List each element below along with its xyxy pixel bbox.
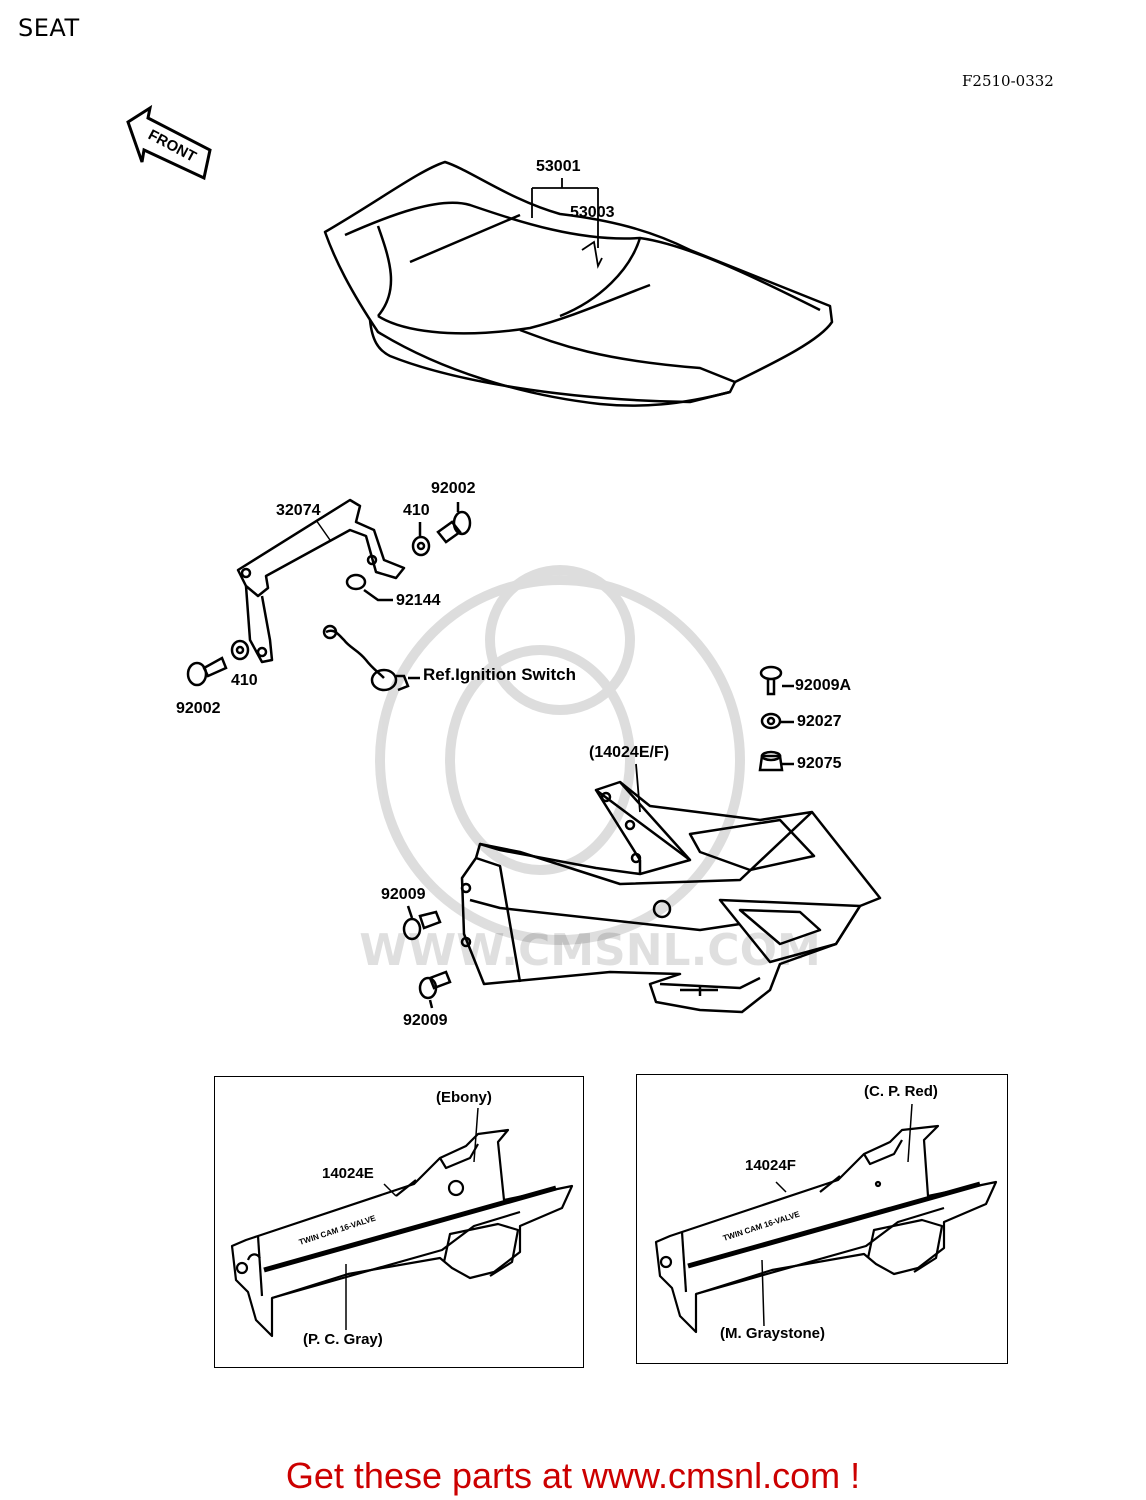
- inset-2-color-top: (C. P. Red): [864, 1083, 938, 1100]
- front-arrow-icon: FRONT: [126, 104, 212, 181]
- bolt-washer-left: [186, 639, 250, 687]
- figure-code: F2510-0332: [962, 72, 1054, 90]
- bolt-washer-top: [411, 502, 472, 557]
- label-92144: 92144: [396, 592, 441, 609]
- inset-1-color-bottom: (P. C. Gray): [303, 1331, 383, 1348]
- watermark-text: WWW.CMSNL.COM: [359, 925, 821, 976]
- hinge-bracket: [236, 498, 406, 664]
- leader-53001: [531, 178, 603, 269]
- label-92009a: 92009A: [795, 677, 852, 694]
- label-14024ef: (14024E/F): [589, 744, 670, 761]
- inset-box-14024f: [636, 1074, 1008, 1364]
- seat-drawing: [323, 160, 834, 407]
- leader-side-cover: [635, 763, 641, 813]
- leader-lines: [315, 519, 331, 541]
- inset-1-color-top: (Ebony): [436, 1089, 492, 1106]
- label-410-top: 410: [403, 502, 430, 519]
- label-92075: 92075: [797, 755, 842, 772]
- label-92027: 92027: [797, 713, 842, 730]
- spring-92144: [345, 573, 393, 602]
- label-92009-upper: 92009: [381, 886, 426, 903]
- label-ignition-switch: Ref.Ignition Switch: [423, 665, 576, 684]
- inset-2-leaders: [761, 1103, 913, 1327]
- footer-link[interactable]: Get these parts at www.cmsnl.com !: [285, 1455, 861, 1496]
- screw-92009-upper: [402, 905, 442, 941]
- screw-92009-lower: [418, 970, 452, 1009]
- watermark: [375, 565, 745, 945]
- label-53001: 53001: [536, 158, 581, 175]
- label-92002-top: 92002: [431, 480, 476, 497]
- page-title: SEAT: [18, 14, 80, 42]
- label-53003: 53003: [570, 204, 615, 221]
- inset-2-part: 14024F: [745, 1157, 796, 1174]
- label-92009-lower: 92009: [403, 1012, 448, 1029]
- tail-cover: [460, 780, 882, 1014]
- inset-1-leaders: [345, 1107, 479, 1330]
- label-32074: 32074: [276, 502, 321, 519]
- inset-box-14024e: [214, 1076, 584, 1368]
- ignition-switch-icon: [322, 624, 420, 692]
- front-label: FRONT: [145, 126, 199, 165]
- label-410-left: 410: [231, 672, 258, 689]
- inset-2-color-bottom: (M. Graystone): [720, 1325, 826, 1342]
- inset-1-part: 14024E: [322, 1165, 374, 1182]
- hardware-stack: [758, 665, 794, 772]
- label-92002-left: 92002: [176, 700, 221, 717]
